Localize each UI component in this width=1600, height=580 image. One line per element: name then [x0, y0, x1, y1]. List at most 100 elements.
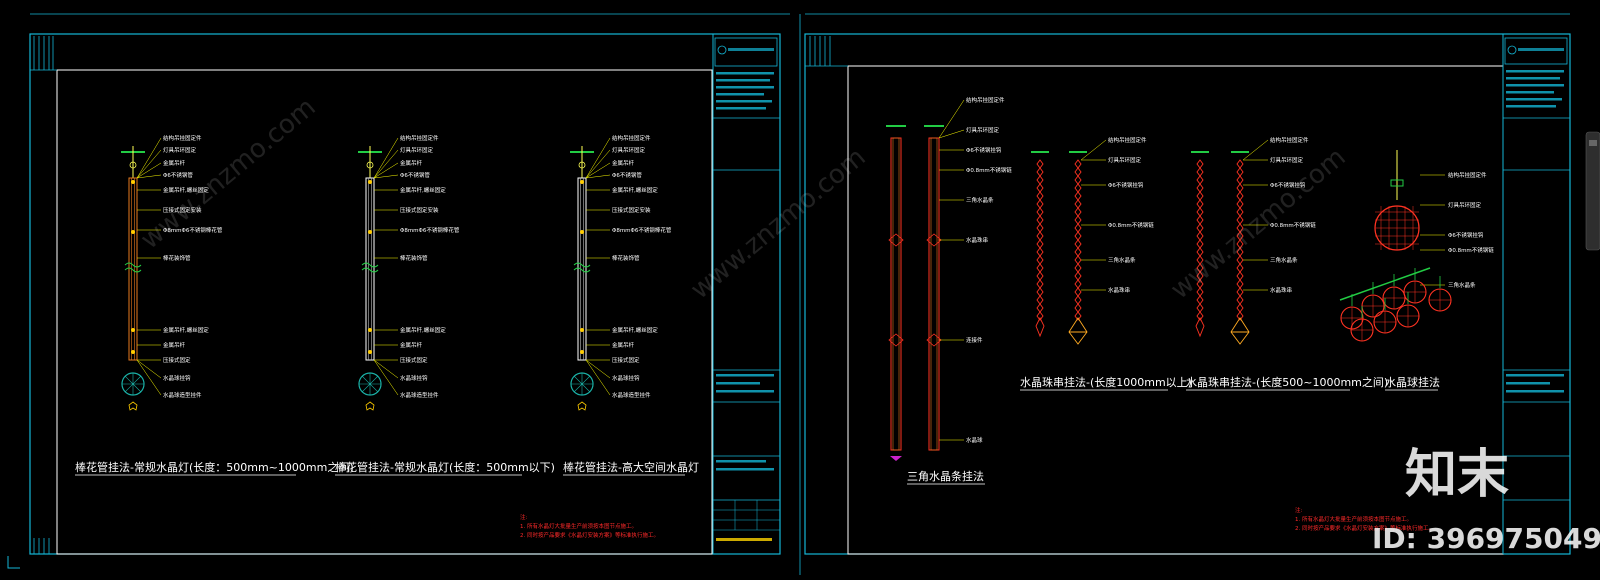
crystal-bead	[1074, 215, 1082, 225]
crystal-bead	[1196, 207, 1204, 217]
callout-label: Φ6不锈钢挂钩	[1108, 181, 1144, 189]
callout-label: 灯具吊环固定	[1108, 156, 1142, 164]
connector-node	[368, 180, 372, 184]
callout-label: 结构吊挂固定件	[966, 96, 1005, 104]
crystal-strip-inner	[892, 137, 900, 451]
callout-label: 金属吊杆	[612, 159, 635, 167]
callout-label: Φ6不锈钢挂钩	[1270, 181, 1306, 189]
crystal-bead	[1236, 279, 1244, 289]
crystal-bead	[1236, 287, 1244, 297]
triangle-crystal-strip	[886, 125, 906, 451]
vertical-scrollbar[interactable]	[1585, 131, 1600, 251]
crystal-facet	[1383, 287, 1405, 309]
scroll-up-icon[interactable]	[1589, 140, 1597, 146]
callout-label: 金属吊杆,螺丝固定	[612, 326, 658, 334]
leader-line	[1080, 139, 1107, 161]
callout-label: 金属吊杆,螺丝固定	[163, 186, 209, 194]
crystal-bead	[1074, 231, 1082, 241]
crystal-bead	[1074, 263, 1082, 273]
crystal-bead	[1196, 175, 1204, 185]
callout-label: 棒花装饰管	[163, 254, 191, 262]
crystal-bead	[1074, 255, 1082, 265]
rod-assembly: 结构吊挂固定件灯具吊环固定金属吊杆Φ6不锈钢管金属吊杆,螺丝固定压接式固定安装Φ…	[121, 134, 223, 411]
connector-node	[131, 180, 135, 184]
callout-label: 灯具吊环固定	[1448, 201, 1482, 209]
crystal-bead	[1036, 247, 1044, 257]
leader-line	[136, 359, 162, 396]
callout-label: Φ6不锈钢管	[400, 171, 430, 179]
crystal-bead	[1036, 159, 1044, 169]
leader-line	[373, 359, 399, 379]
leader-line	[1242, 139, 1269, 161]
crystal-facet	[1374, 311, 1396, 333]
crystal-bead	[1196, 311, 1204, 321]
crystal-bead	[1236, 199, 1244, 209]
callout-label: 水晶珠串	[1270, 286, 1292, 294]
crystal-bead	[1074, 247, 1082, 257]
callout-label: 金属吊杆	[612, 341, 635, 349]
crystal-bead	[1036, 239, 1044, 249]
right-title-block	[1503, 37, 1570, 501]
crystal-bead	[1074, 239, 1082, 249]
crystal-bead	[1236, 263, 1244, 273]
crystal-bead	[1074, 303, 1082, 313]
callout-label: Φ8mmΦ6不锈钢棒花管	[163, 226, 223, 234]
leader-line	[938, 129, 965, 139]
company-logo-icon	[1507, 45, 1517, 55]
joint-diamond	[888, 333, 904, 347]
callout-label: 金属吊杆	[163, 341, 186, 349]
drop-pendant	[1068, 317, 1088, 345]
right-captions: 三角水晶条挂法 水晶珠串挂法-(长度1000mm以上) 水晶珠串挂法-(长度50…	[907, 375, 1440, 485]
callout-label: 金属吊杆,螺丝固定	[163, 326, 209, 334]
connector-node	[131, 230, 135, 234]
rod-tube	[365, 177, 375, 361]
triangle-crystal-strip: 结构吊挂固定件灯具吊环固定Φ6不锈钢挂钩Φ0.8mm不锈钢链三角水晶条水晶珠串连…	[924, 96, 1012, 451]
crystal-facet	[1397, 305, 1419, 327]
left-rod-details: 结构吊挂固定件灯具吊环固定金属吊杆Φ6不锈钢管金属吊杆,螺丝固定压接式固定安装Φ…	[121, 134, 672, 411]
callout-label: 棒花装饰管	[612, 254, 640, 262]
crystal-bead	[1236, 175, 1244, 185]
callout-label: 结构吊挂固定件	[400, 134, 439, 142]
crystal-bead	[1036, 175, 1044, 185]
break-mark	[361, 262, 379, 268]
notes-line-1: 1. 所有水晶灯大批量生产前须按本图节点施工。	[520, 522, 637, 530]
crystal-bead	[1196, 183, 1204, 193]
rod-assembly: 结构吊挂固定件灯具吊环固定金属吊杆Φ6不锈钢管金属吊杆,螺丝固定压接式固定安装Φ…	[358, 134, 460, 411]
crystal-bead	[1074, 175, 1082, 185]
crystal-bead	[1196, 239, 1204, 249]
caption-triangle-crystal: 三角水晶条挂法	[907, 469, 984, 483]
crystal-bead	[1036, 279, 1044, 289]
hook-ring	[578, 161, 586, 169]
crystal-bead	[1236, 303, 1244, 313]
drop-pendant	[1195, 316, 1205, 338]
crystal-bead	[1074, 223, 1082, 233]
crystal-facets	[359, 373, 381, 395]
drop-pendant	[1035, 316, 1045, 338]
crystal-bead	[1036, 303, 1044, 313]
callout-label: 结构吊挂固定件	[1448, 171, 1487, 179]
caption-crystal-ball: 水晶球挂法	[1385, 375, 1440, 389]
connector-node	[131, 350, 135, 354]
notes-title: 注:	[1295, 506, 1303, 514]
callout-label: 三角水晶条	[1448, 281, 1476, 289]
watermark: www.znzmo.com www.znzmo.com www.znzmo.co…	[135, 92, 1600, 555]
callout-label: 棒花装饰管	[400, 254, 428, 262]
crystal-bead	[1196, 231, 1204, 241]
callout-label: Φ6不锈钢管	[612, 171, 642, 179]
callout-label: 压接式固定	[163, 356, 191, 364]
leader-line	[136, 162, 162, 179]
crystal-bead	[1236, 191, 1244, 201]
callout-label: 水晶球造型挂件	[163, 391, 202, 399]
leader-line	[373, 162, 399, 179]
callout-label: 金属吊杆,螺丝固定	[612, 186, 658, 194]
callout-label: 灯具吊环固定	[612, 146, 646, 154]
clamp-icon	[1390, 179, 1404, 187]
callout-label: 灯具吊环固定	[163, 146, 197, 154]
caption-rod-tall-space: 棒花管挂法-高大空间水晶灯	[563, 460, 699, 474]
callout-label: Φ0.8mm不锈钢链	[1448, 246, 1494, 254]
callout-label: Φ0.8mm不锈钢链	[1270, 221, 1316, 229]
callout-label: 灯具吊环固定	[400, 146, 434, 154]
left-drawing-area	[56, 69, 713, 555]
leader-line	[585, 359, 611, 379]
callout-label: Φ6不锈钢挂钩	[1448, 231, 1484, 239]
